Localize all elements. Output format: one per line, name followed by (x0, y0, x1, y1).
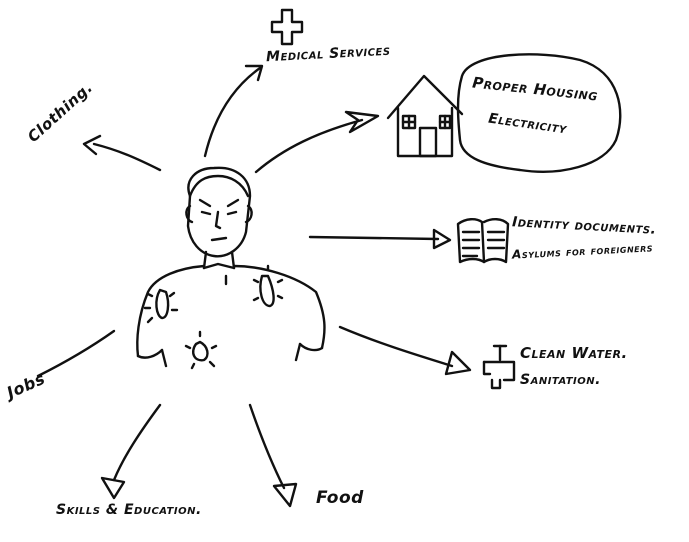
arrow-skills (100, 403, 162, 500)
house-icon (386, 74, 464, 158)
arrow-medical (203, 64, 264, 158)
label-sanitation: Sanitation. (520, 372, 601, 388)
arrow-housing (254, 110, 380, 174)
housing-bubble (456, 53, 622, 173)
arrow-food (248, 403, 298, 508)
water-tap-icon (482, 344, 516, 390)
arrow-jobs (36, 329, 116, 378)
label-skills-education: Skills & Education. (56, 502, 202, 518)
documents-icon (456, 218, 510, 264)
arrow-clothing (82, 134, 162, 172)
arrow-identity (308, 228, 452, 250)
label-food: Food (316, 488, 364, 508)
medical-cross-icon (270, 8, 304, 46)
arrow-water (338, 325, 472, 376)
label-clean-water: Clean Water. (520, 344, 628, 362)
person-figure (136, 166, 326, 370)
